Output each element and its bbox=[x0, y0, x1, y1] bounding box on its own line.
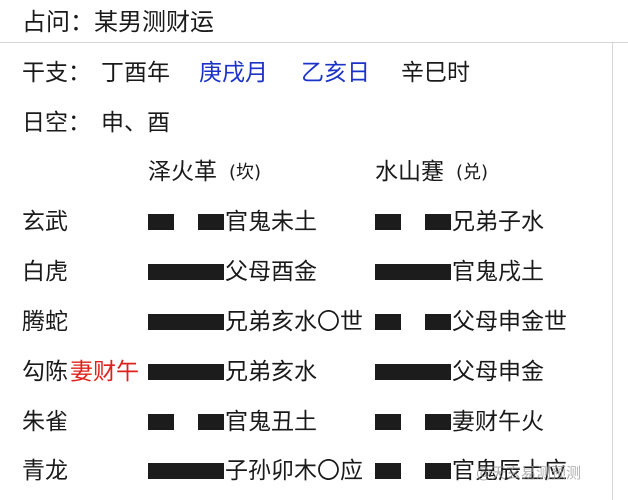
rikong-value: 申、酉 bbox=[101, 110, 170, 136]
main-line-text: 子孙卯木〇应 bbox=[225, 458, 363, 484]
yang-bar bbox=[148, 463, 224, 479]
ganzhi-day: 乙亥日 bbox=[301, 60, 370, 86]
main-line-text: 官鬼未土 bbox=[225, 209, 317, 235]
yin-bar-right bbox=[198, 414, 224, 430]
yin-bar-right bbox=[425, 314, 451, 330]
main-line-text: 兄弟亥水〇世 bbox=[225, 309, 363, 335]
fushen-label: 妻财午 bbox=[70, 359, 139, 385]
watermark: @天玄易测预测 bbox=[476, 464, 582, 482]
page-title: 占问：某男测财运 bbox=[22, 8, 214, 36]
main-line-text: 兄弟亥水 bbox=[225, 359, 317, 385]
yin-bar-right bbox=[198, 214, 224, 230]
yang-bar bbox=[148, 264, 224, 280]
six-spirit-label: 勾陈 bbox=[22, 359, 68, 385]
changed-hexagram-palace: (兑) bbox=[456, 162, 489, 183]
yin-bar-left bbox=[375, 463, 401, 479]
yang-bar bbox=[148, 314, 224, 330]
yin-bar-right bbox=[425, 414, 451, 430]
yin-bar-left bbox=[148, 214, 174, 230]
changed-line-text: 兄弟子水 bbox=[452, 209, 544, 235]
yang-bar bbox=[375, 264, 451, 280]
yin-bar-left bbox=[375, 214, 401, 230]
yin-bar-right bbox=[425, 214, 451, 230]
right-border bbox=[612, 43, 613, 500]
yin-bar-left bbox=[148, 414, 174, 430]
six-spirit-label: 青龙 bbox=[22, 458, 68, 484]
main-hexagram-palace: (坎) bbox=[229, 162, 262, 183]
ganzhi-label: 干支： bbox=[22, 60, 91, 86]
ganzhi-month: 庚戌月 bbox=[199, 60, 268, 86]
changed-line-text: 父母申金 bbox=[452, 359, 544, 385]
yin-bar-left bbox=[375, 314, 401, 330]
six-spirit-label: 白虎 bbox=[22, 259, 68, 285]
six-spirit-label: 腾蛇 bbox=[22, 309, 68, 335]
yin-bar-left bbox=[375, 414, 401, 430]
changed-line-text: 官鬼戌土 bbox=[452, 259, 544, 285]
ganzhi-year: 丁酉年 bbox=[101, 60, 170, 86]
header-divider bbox=[0, 42, 628, 43]
main-line-text: 父母酉金 bbox=[225, 259, 317, 285]
changed-line-text: 妻财午火 bbox=[452, 409, 544, 435]
main-hexagram-name: 泽火革 bbox=[148, 159, 217, 185]
ganzhi-hour: 辛巳时 bbox=[401, 60, 470, 86]
main-line-text: 官鬼丑土 bbox=[225, 409, 317, 435]
six-spirit-label: 玄武 bbox=[22, 209, 68, 235]
rikong-label: 日空： bbox=[22, 110, 91, 136]
yang-bar bbox=[148, 364, 224, 380]
six-spirit-label: 朱雀 bbox=[22, 409, 68, 435]
yin-bar-right bbox=[425, 463, 451, 479]
changed-hexagram-name: 水山蹇 bbox=[375, 159, 444, 185]
changed-line-text: 官鬼辰土应 bbox=[452, 458, 567, 484]
yang-bar bbox=[375, 364, 451, 380]
changed-line-text: 父母申金世 bbox=[452, 309, 567, 335]
